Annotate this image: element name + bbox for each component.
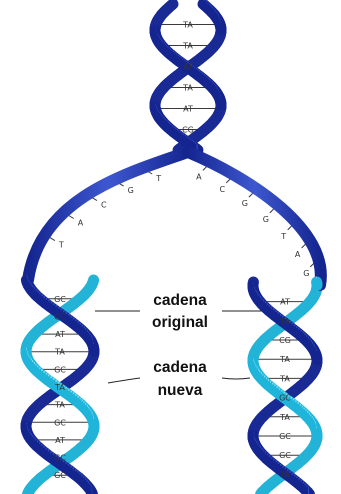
unzipped-left-base-label: T [155,174,161,183]
left-daughter-helix-base-pair-label: GC [54,418,66,427]
left-daughter-helix-base-pair-label: GC [54,471,66,480]
base-labels-layer: TATAATTAATCGTGCATACGGTAGGCGCATTAGCTATAGC… [54,21,309,481]
unzipped-right-base-label: A [295,250,301,259]
callout-leaders [95,310,262,384]
parent-helix-base-pair-label: TA [182,84,193,93]
left-daughter-helix-base-pair-label: GC [54,295,66,304]
strands-front-layer [20,0,327,494]
unzipped-left-original-strand [22,146,194,286]
unzipped-right-base-label: G [263,215,269,224]
right-daughter-helix-base-pair-label: TA [279,413,290,422]
right-daughter-helix-base-pair-label: AT [280,298,290,307]
unzipped-right-base-label: T [280,232,286,241]
parent-helix-base-pair-label: TA [182,21,193,30]
right-daughter-helix-base-pair-label: GC [279,451,291,460]
left-daughter-helix-base-pair-label: TA [54,383,65,392]
parent-helix-base-pair-label: AT [183,105,193,114]
left-daughter-helix-base-pair-label: GC [54,313,66,322]
right-daughter-helix-base-pair-label: GC [279,394,291,403]
left-daughter-helix-base-pair-label: AT [55,436,65,445]
unzipped-left-base-label: A [78,219,84,228]
parent-helix-base-pair-label: CG [182,126,194,135]
left-daughter-helix-base-pair-label: TA [54,348,65,357]
left-daughter-helix-base-pair-label: TA [54,401,65,410]
parent-helix-base-pair-label: AT [183,63,193,72]
right-daughter-helix-base-pair-label: TA [279,317,290,326]
unzipped-right-base-label: C [220,185,226,194]
unzipped-left-base-label: C [101,201,107,210]
right-daughter-helix-base-pair-label: TA [279,374,290,383]
left-daughter-helix-base-pair-label: AT [55,330,65,339]
right-daughter-helix-base-pair-label: GC [279,432,291,441]
unzipped-right-base-label: A [196,172,202,181]
unzipped-left-base-label: G [128,186,134,195]
label-new-strand-line2: nueva [158,382,203,399]
unzipped-left-base-label: T [58,241,64,250]
strands-back-layer [20,0,323,494]
right-daughter-helix-base-pair-label: CG [279,336,291,345]
right-daughter-helix-base-pair-label: TA [279,470,290,479]
left-daughter-helix-base-pair-label: GC [54,454,66,463]
label-new-strand-line1: cadena [153,359,207,376]
leader-new-right [221,377,251,380]
left-daughter-helix-base-pair-label: GC [54,365,66,374]
unzipped-right-base-label: G [303,269,309,278]
label-original-strand-line2: original [152,314,208,331]
label-original-strand-line1: cadena [153,292,207,309]
right-daughter-helix-base-pair-label: TA [279,355,290,364]
parent-helix-base-pair-label: TA [182,42,193,51]
unzipped-right-base-label: G [242,199,248,208]
unzipped-right-original-strand [182,146,327,291]
leader-new-left [107,377,141,384]
